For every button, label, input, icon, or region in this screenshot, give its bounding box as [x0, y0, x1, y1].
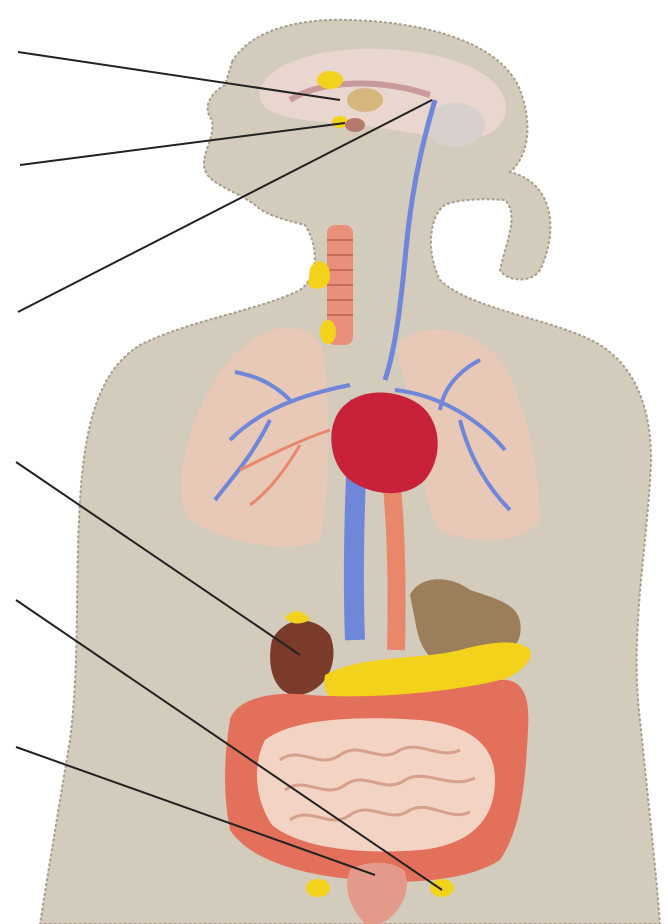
left-ovary	[306, 879, 330, 897]
hypothalamus	[317, 71, 343, 89]
thyroid-gland	[308, 261, 330, 289]
right-ovary	[430, 879, 454, 897]
thymus	[320, 320, 336, 344]
pineal-area	[345, 118, 365, 132]
thalamus	[347, 88, 383, 112]
